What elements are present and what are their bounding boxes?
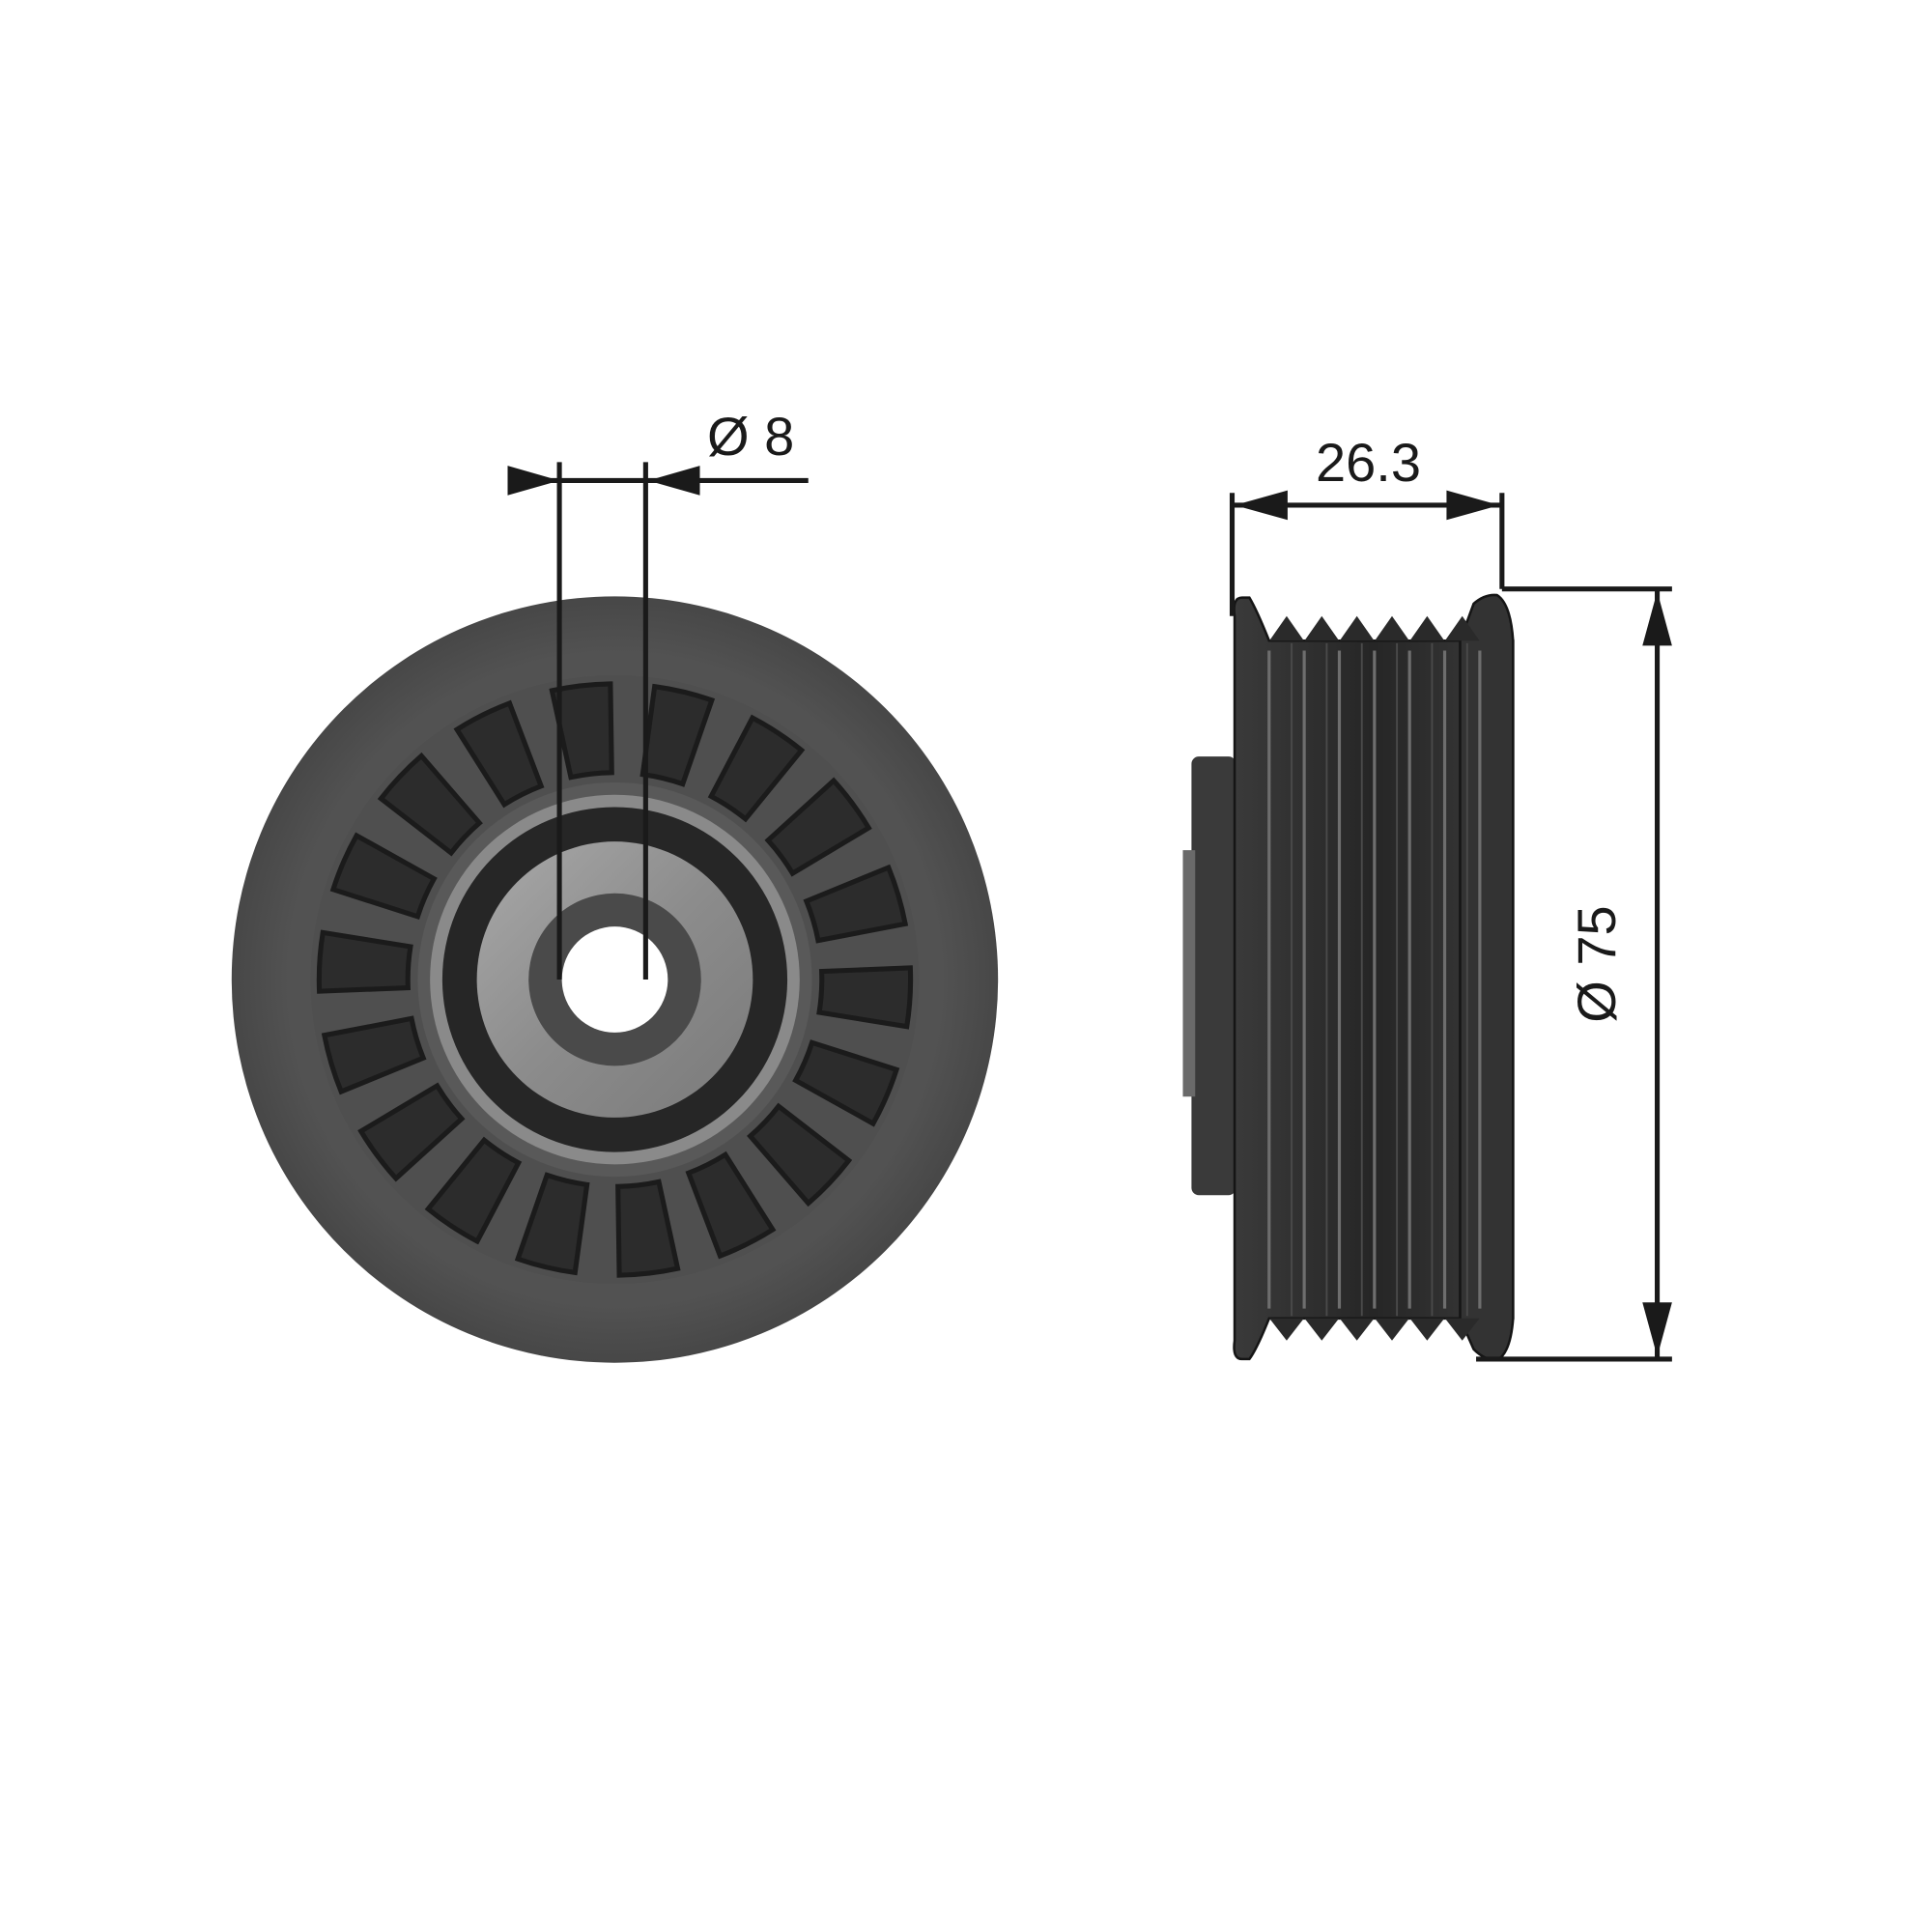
arrow-left-icon — [1235, 490, 1288, 521]
right-flange — [1459, 593, 1515, 1362]
spoke-pocket — [453, 699, 545, 809]
spoke-pocket — [424, 1136, 523, 1245]
spoke-pocket — [803, 864, 909, 944]
rib-tip-bottom — [1304, 1318, 1340, 1341]
spoke-pocket — [685, 1151, 777, 1260]
rib-tip-top — [1444, 615, 1480, 641]
spoke-pocket — [707, 714, 806, 823]
spoke-pocket — [514, 1172, 590, 1276]
arrow-right-icon — [1446, 490, 1500, 521]
spoke-pocket — [764, 777, 872, 877]
arrow-left-icon — [647, 466, 700, 496]
spoke-pocket — [321, 1015, 427, 1095]
rib-tip-bottom — [1339, 1318, 1375, 1341]
rib-tip-top — [1339, 615, 1375, 641]
width-dimension — [1229, 490, 1505, 616]
bore-dimension — [507, 462, 809, 980]
belt-ribs — [1267, 615, 1482, 1341]
spoke-pocket — [792, 1039, 900, 1127]
rib-tip-top — [1409, 615, 1445, 641]
front-view-pulley — [231, 596, 999, 1363]
hub-boss-face — [1182, 850, 1196, 1097]
spoke-pocket — [549, 681, 614, 781]
spoke-pocket — [329, 832, 438, 920]
spoke-pocket — [615, 1179, 681, 1278]
diameter-dimension-label: Ø 75 — [1566, 905, 1627, 1023]
bore-hole — [561, 926, 668, 1033]
bore-dimension-label: Ø 8 — [707, 406, 795, 467]
arrow-right-icon — [507, 466, 560, 496]
spoke-pocket-group — [316, 681, 914, 1278]
spoke-pocket — [357, 1082, 466, 1182]
diameter-dimension — [1476, 586, 1672, 1362]
hub-boss — [1191, 756, 1236, 1196]
rib-tip-top — [1304, 615, 1340, 641]
spoke-pocket — [377, 752, 483, 857]
spoke-pocket — [316, 929, 413, 994]
rib-tip-bottom — [1375, 1318, 1409, 1341]
rib-tip-bottom — [1269, 1318, 1304, 1341]
arrow-down-icon — [1642, 1302, 1672, 1357]
spoke-pocket — [747, 1102, 853, 1208]
width-dimension-label: 26.3 — [1316, 432, 1421, 493]
rib-tip-bottom — [1444, 1318, 1480, 1341]
spoke-pocket — [816, 965, 914, 1030]
side-view-pulley — [1182, 593, 1515, 1362]
rib-tip-top — [1269, 615, 1304, 641]
rib-tip-top — [1375, 615, 1409, 641]
arrow-up-icon — [1642, 591, 1672, 646]
rib-tip-bottom — [1409, 1318, 1445, 1341]
